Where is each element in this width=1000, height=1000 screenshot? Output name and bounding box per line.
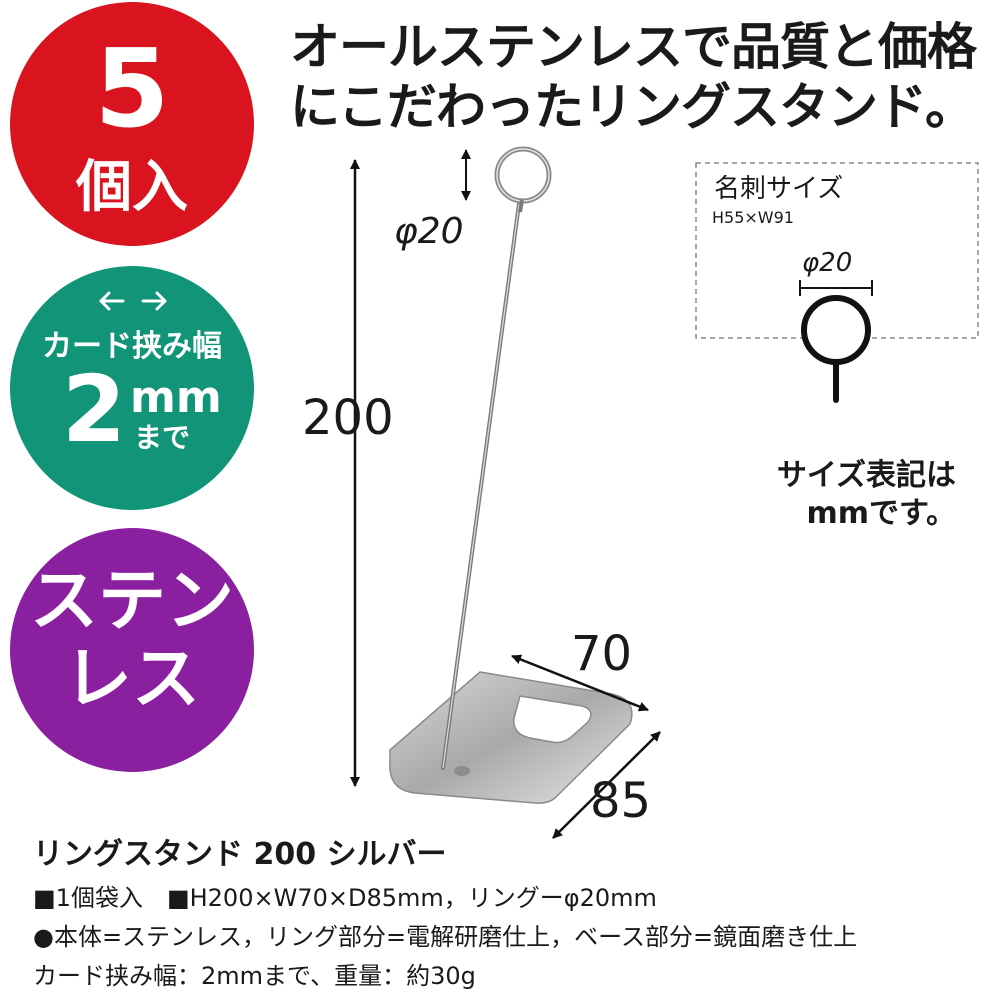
headline-line2: にこだわったリングスタンド。 [290,78,975,136]
card-width-unit: mm [130,372,222,423]
width-arrow [511,654,649,712]
count-number: 5 [94,27,170,152]
ring-neck [518,199,524,213]
size-note-line2: mmです。 [806,496,956,531]
count-badge: 5 個入 [10,2,254,246]
count-unit: 個入 [76,155,188,220]
product-name: リングスタンド 200 シルバー [33,837,447,872]
card-box-title: 名刺サイズ [714,174,844,204]
card-width-value: 2 [62,356,127,463]
spec-line1: ■1個袋入 ■H200×W70×D85mm，リングーφ20mm [33,884,657,912]
ring-dim-label: φ20 [394,211,464,252]
material-line2: レス [63,640,200,719]
double-arrow-icon [99,291,167,311]
headline-line1: オールステンレスで品質と価格 [290,18,977,76]
depth-dim-label: 85 [590,773,652,829]
base-rivet [454,766,470,776]
depth-arrow [552,731,661,839]
material-badge: ステン レス [10,528,254,772]
ring-highlight [496,148,550,202]
card-width-suffix: まで [134,421,191,454]
spec-line3: カード挟み幅：2mmまで、重量：約30g [33,962,476,990]
height-dim-label: 200 [302,390,394,446]
card-width-label: カード挟み幅 [42,329,222,364]
material-line1: ステン [29,562,234,641]
card-ring [801,295,871,365]
card-box-size: H55×W91 [712,208,794,227]
spec-line2: ●本体=ステンレス，リング部分=電解研磨仕上，ベース部分=鏡面磨き仕上 [33,923,858,951]
card-ring-dim-label: φ20 [802,248,853,278]
card-width-badge: カード挟み幅 2 mm まで [10,266,254,510]
width-dim-label: 70 [571,626,633,682]
size-note-line1: サイズ表記は [776,458,956,493]
rod-highlight [442,203,520,769]
